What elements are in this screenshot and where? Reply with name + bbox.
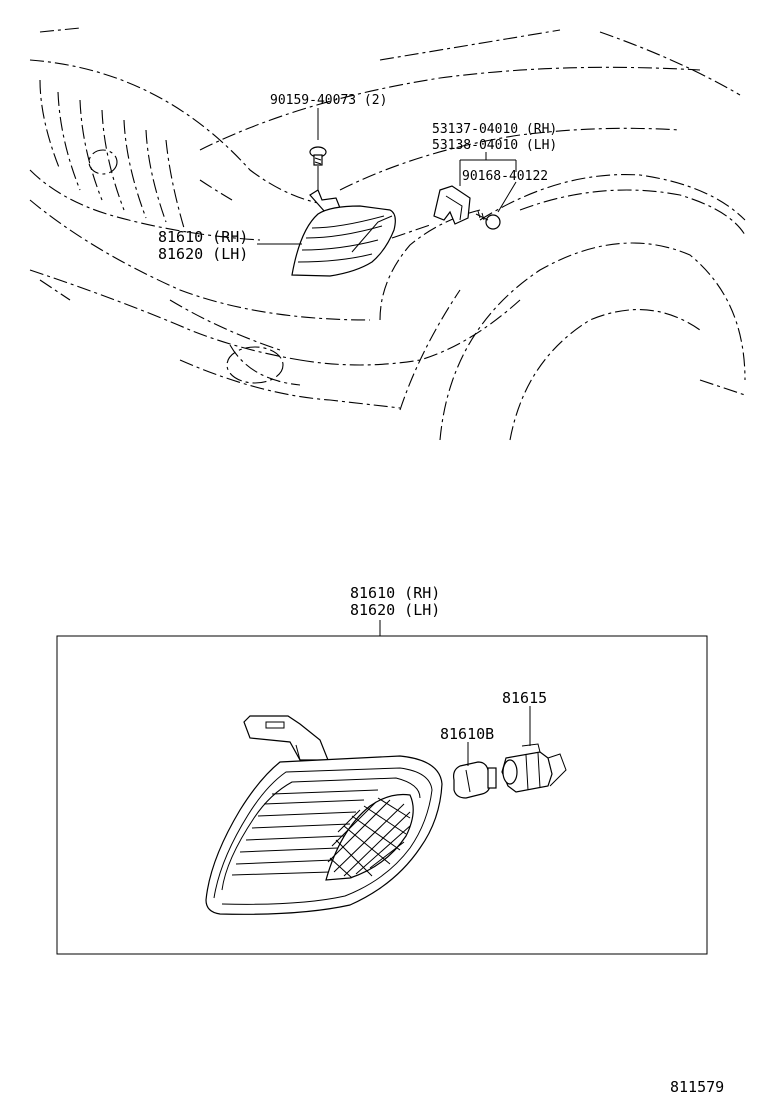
corner-lamp-installed — [291, 189, 431, 277]
callout-bracket-rh: 53137-04010 (RH) — [432, 122, 557, 137]
callout-screw: 90168-40122 — [462, 169, 548, 184]
socket-icon — [501, 743, 567, 793]
callout-bracket-lh: 53138-04010 (LH) — [432, 138, 557, 153]
callout-bolt: 90159-40073 (2) — [270, 93, 387, 108]
screw-icon — [475, 210, 501, 230]
bulb-icon — [453, 761, 497, 799]
callout-bulb: 81610B — [440, 725, 494, 743]
figure-number: 811579 — [670, 1078, 724, 1096]
corner-lamp-assembly — [205, 715, 443, 915]
bracket-icon — [433, 185, 471, 225]
detail-frame — [56, 635, 708, 955]
leader-lines-detail — [467, 706, 531, 766]
bolt-icon — [309, 146, 327, 190]
callout-lamp-lh-detail: 81620 (LH) — [350, 601, 440, 619]
callout-lamp-lh-top: 81620 (LH) — [158, 245, 248, 263]
callout-lamp-rh-top: 81610 (RH) — [158, 228, 248, 246]
leader-lines-top — [257, 108, 517, 245]
callout-lamp-rh-detail: 81610 (RH) — [350, 584, 440, 602]
callout-socket: 81615 — [502, 689, 547, 707]
vehicle-outline — [29, 27, 746, 441]
